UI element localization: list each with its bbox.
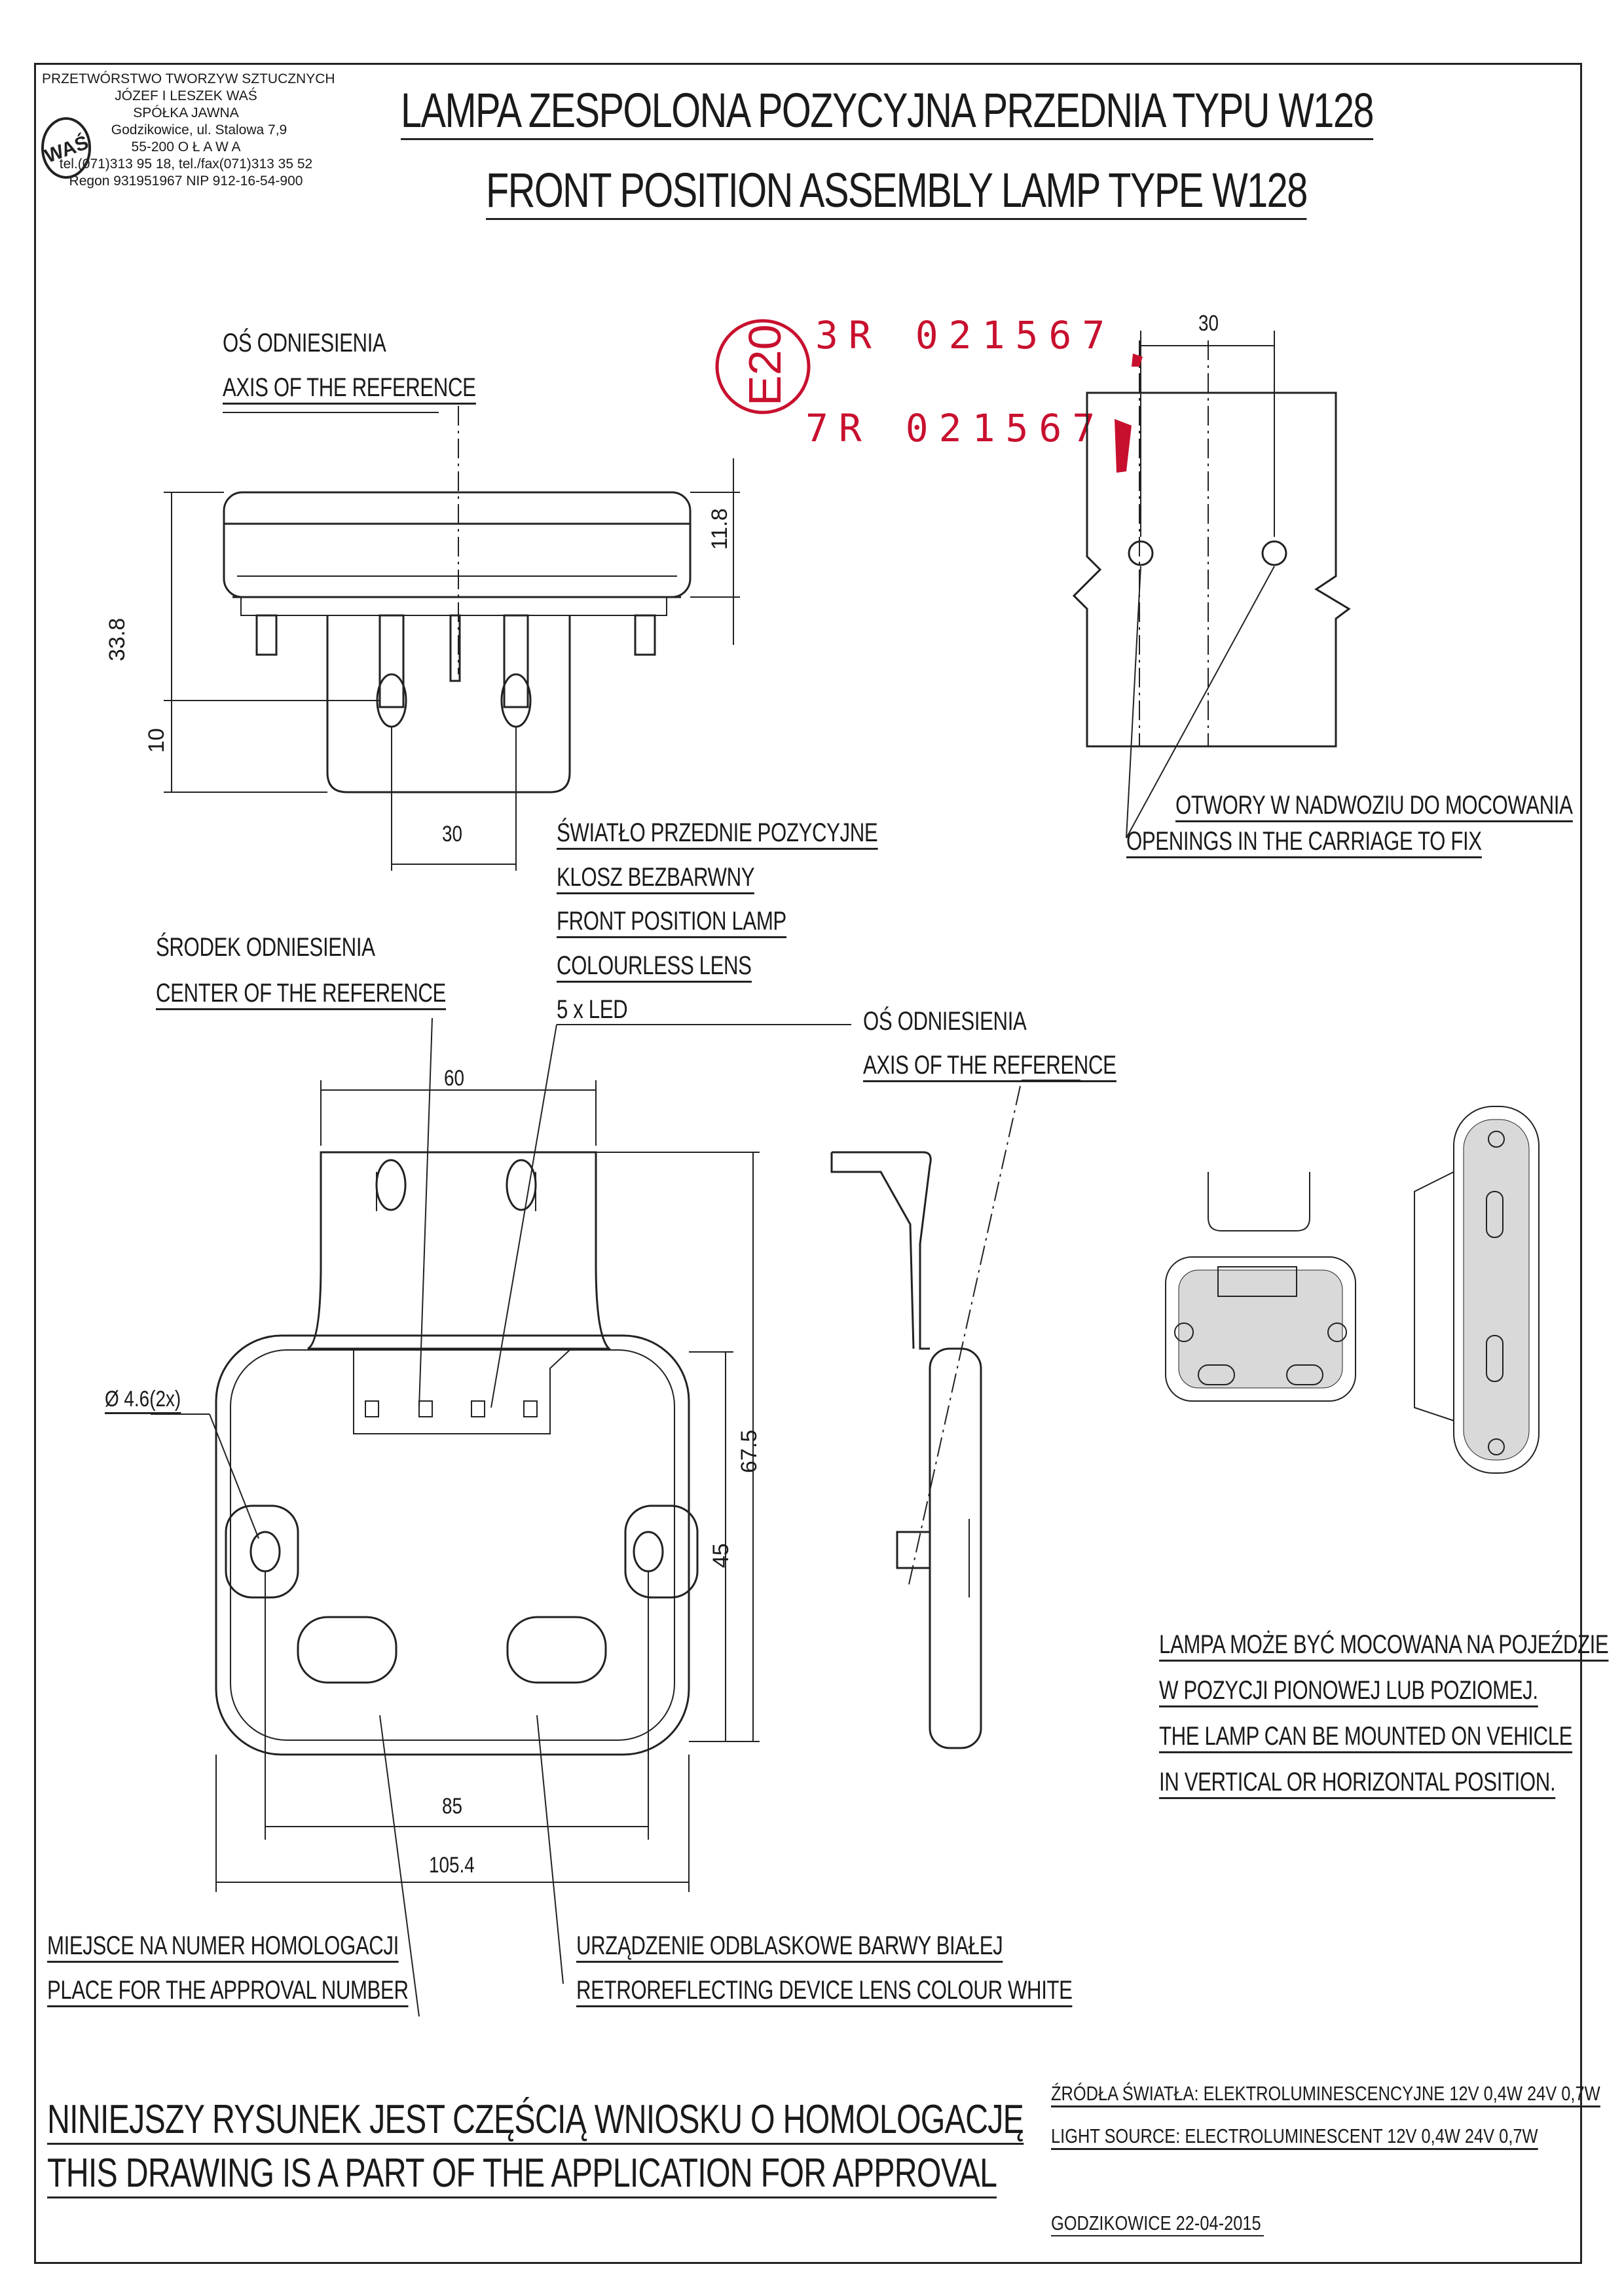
label-lens-en: COLOURLESS LENS	[557, 951, 752, 983]
label-place-pl: MIEJSCE NA NUMER HOMOLOGACJI	[47, 1931, 399, 1963]
label-center-pl: ŚRODEK ODNIESIENIA	[156, 933, 375, 962]
label-retro-pl: URZĄDZENIE ODBLASKOWE BARWY BIAŁEJ	[576, 1931, 1003, 1963]
label-mount-4: IN VERTICAL OR HORIZONTAL POSITION.	[1159, 1768, 1556, 1799]
dim-30-holes: 30	[1198, 311, 1219, 336]
label-retro-en: RETROREFLECTING DEVICE LENS COLOUR WHITE	[576, 1976, 1073, 2007]
company-line: 55-200 O Ł A W A	[131, 139, 241, 155]
company-logo-icon: WAŚ	[41, 117, 92, 179]
light-source-pl: ŹRÓDŁA ŚWIATŁA: ELEKTROLUMINESCENCYJNE 1…	[1051, 2082, 1600, 2107]
dim-45: 45	[709, 1543, 733, 1568]
company-line: JÓZEF I LESZEK WAŚ	[115, 88, 257, 103]
front-view	[151, 1017, 851, 2017]
label-openings-en: OPENINGS IN THE CARRIAGE TO FIX	[1126, 827, 1482, 858]
light-source-en: LIGHT SOURCE: ELECTROLUMINESCENT 12V 0,4…	[1051, 2124, 1538, 2150]
side-view-top	[164, 406, 740, 871]
footer-note-en: THIS DRAWING IS A PART OF THE APPLICATIO…	[47, 2150, 997, 2198]
dim-hole-diameter: Ø 4.6(2x)	[105, 1387, 181, 1414]
label-center-en: CENTER OF THE REFERENCE	[156, 979, 446, 1010]
dim-33-8: 33.8	[105, 617, 130, 661]
company-line: SPÓŁKA JAWNA	[133, 105, 239, 120]
company-line: tel.(071)313 95 18, tel./fax(071)313 35 …	[59, 156, 313, 172]
dim-105-4: 105.4	[429, 1853, 475, 1878]
company-line: Regon 931951967 NIP 912-16-54-900	[69, 173, 303, 189]
label-led: 5 x LED	[557, 995, 628, 1024]
label-axis-pl: OŚ ODNIESIENIA	[223, 329, 386, 357]
dim-30-side: 30	[442, 822, 463, 847]
dim-60: 60	[444, 1066, 465, 1091]
company-line: Godzikowice, ul. Stalowa 7,9	[111, 122, 287, 137]
company-block: PRZETWÓRSTWO TWORZYW SZTUCZNYCH JÓZEF I …	[42, 71, 335, 190]
dim-10: 10	[144, 728, 169, 753]
label-front-pl: ŚWIATŁO PRZEDNIE POZYCYJNE	[557, 818, 878, 850]
side-profile-view	[830, 1080, 1080, 1749]
label-front-en: FRONT POSITION LAMP	[557, 907, 786, 938]
label-mount-3: THE LAMP CAN BE MOUNTED ON VEHICLE	[1159, 1722, 1572, 1753]
place-date: GODZIKOWICE 22-04-2015	[1051, 2212, 1261, 2234]
label-axis2-en: AXIS OF THE REFERENCE	[863, 1051, 1116, 1082]
footer-note-pl: NINIEJSZY RYSUNEK JEST CZĘŚCIĄ WNIOSKU O…	[47, 2096, 1024, 2145]
approval-code-1: 3R 021567	[815, 313, 1116, 357]
isometric-view-side	[1414, 1106, 1540, 1474]
hole-pattern-view	[1072, 331, 1351, 839]
dim-67-5: 67.5	[737, 1429, 762, 1473]
approval-code-2: 7R 021567	[805, 406, 1106, 450]
label-mount-2: W POZYCJI PIONOWEJ LUB POZIOMEJ.	[1159, 1676, 1538, 1707]
label-axis-en: AXIS OF THE REFERENCE	[223, 373, 476, 405]
label-mount-1: LAMPA MOŻE BYĆ MOCOWANA NA POJEŹDZIE	[1159, 1630, 1609, 1662]
label-place-en: PLACE FOR THE APPROVAL NUMBER	[47, 1976, 409, 2007]
dim-85: 85	[442, 1794, 463, 1819]
title-en: FRONT POSITION ASSEMBLY LAMP TYPE W128	[486, 162, 1308, 220]
drawing-frame	[34, 63, 1582, 2264]
label-axis2-pl: OŚ ODNIESIENIA	[863, 1007, 1027, 1036]
title-pl: LAMPA ZESPOLONA POZYCYJNA PRZEDNIA TYPU …	[401, 82, 1374, 140]
company-line: PRZETWÓRSTWO TWORZYW SZTUCZNYCH	[42, 71, 335, 86]
label-openings-pl: OTWORY W NADWOZIU DO MOCOWANIA	[1175, 791, 1573, 822]
isometric-view-rear	[1165, 1172, 1356, 1402]
dim-11-8: 11.8	[707, 508, 732, 550]
label-lens-pl: KLOSZ BEZBARWNY	[557, 863, 755, 894]
